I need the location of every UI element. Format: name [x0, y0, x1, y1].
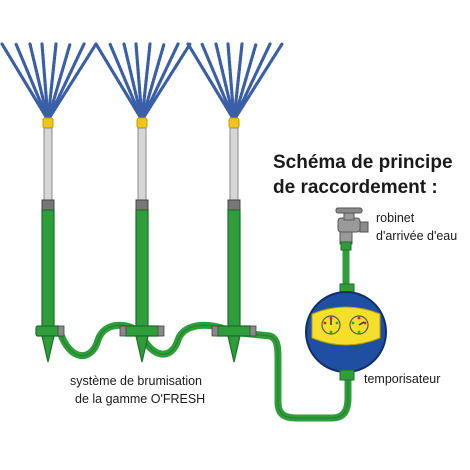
- stake-1: [41, 209, 55, 329]
- stake-3: [227, 209, 241, 329]
- stake-2: [135, 209, 149, 329]
- pole-3: [229, 127, 239, 205]
- pole-joint-3: [227, 199, 241, 211]
- mister-1: [0, 42, 98, 363]
- tap-label-line1: robinet: [376, 211, 415, 225]
- connecting-hose-edge: [59, 324, 349, 419]
- mister-2: [94, 42, 192, 363]
- pole-joint-2: [135, 199, 149, 211]
- tee-clamp-3b: [249, 325, 257, 337]
- nozzle-3: [228, 117, 240, 129]
- stake-tip-2: [135, 335, 149, 363]
- timer-icon: [305, 283, 387, 381]
- timer-label: temporisateur: [364, 372, 440, 386]
- system-label-line2: de la gamme O'FRESH: [75, 392, 205, 406]
- tee-clamp-3a: [211, 325, 219, 337]
- tee-connector-2: [123, 325, 161, 337]
- mist-fan-2: [94, 42, 192, 122]
- tee-clamp-2b: [157, 325, 165, 337]
- tee-connector-1: [35, 325, 61, 337]
- system-label-line1: système de brumisation: [70, 374, 202, 388]
- nozzle-2: [136, 117, 148, 129]
- tee-connector-3: [215, 325, 253, 337]
- nozzle-1: [42, 117, 54, 129]
- mist-fan-1: [0, 42, 98, 122]
- stake-tip-3: [227, 335, 241, 363]
- stake-tip-1: [41, 335, 55, 363]
- mist-fan-3: [186, 42, 284, 122]
- mister-3: [186, 42, 284, 363]
- pole-joint-1: [41, 199, 55, 211]
- tee-clamp-2a: [119, 325, 127, 337]
- tap-icon: [335, 207, 369, 251]
- tap-label-line2: d'arrivée d'eau: [376, 229, 457, 243]
- diagram-title-line1: Schéma de principe: [273, 152, 453, 173]
- tee-clamp-1: [57, 325, 65, 337]
- diagram-title-line2: de raccordement :: [273, 177, 438, 198]
- pole-2: [137, 127, 147, 205]
- pole-1: [43, 127, 53, 205]
